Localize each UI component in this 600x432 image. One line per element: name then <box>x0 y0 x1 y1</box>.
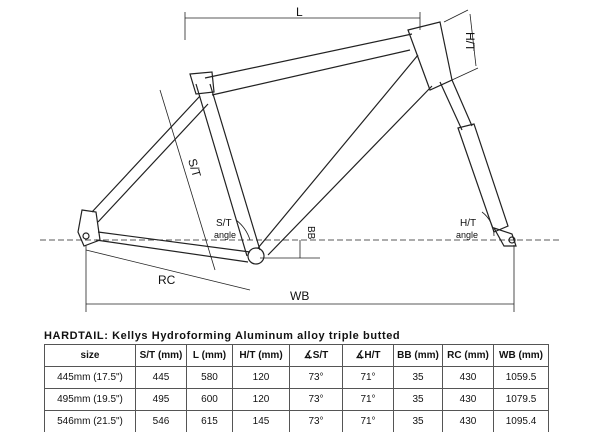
label-HT: H/T <box>463 32 477 52</box>
cell-size: 445mm (17.5") <box>44 366 136 389</box>
label-L: L <box>296 5 303 19</box>
header-st-angle: ∡S/T <box>289 344 343 367</box>
label-ST: S/T <box>185 157 204 179</box>
bottom-bracket <box>247 247 265 265</box>
label-BB: BB <box>305 226 316 240</box>
label-HT-angle: H/T <box>460 218 476 229</box>
cell-bb: 35 <box>393 410 443 432</box>
cell-st-angle: 73° <box>289 366 343 389</box>
fork-lower <box>457 123 509 233</box>
label-ST-angle: S/T <box>216 218 232 229</box>
cell-st: 546 <box>135 410 187 432</box>
cell-ht: 120 <box>232 388 290 411</box>
cell-l: 615 <box>186 410 233 432</box>
header-st: S/T (mm) <box>135 344 187 367</box>
cell-rc: 430 <box>442 366 494 389</box>
fork-stanchion <box>439 79 473 131</box>
cell-size: 495mm (19.5") <box>44 388 136 411</box>
cell-ht: 120 <box>232 366 290 389</box>
cell-rc: 430 <box>442 410 494 432</box>
dimension-lines <box>40 9 560 312</box>
header-size: size <box>44 344 136 367</box>
header-wb: WB (mm) <box>493 344 549 367</box>
cell-ht-angle: 71° <box>342 410 394 432</box>
frame-diagram: L H/T S/T S/T angle H/T angle BB RC WB <box>40 5 560 312</box>
cell-bb: 35 <box>393 366 443 389</box>
cell-wb: 1059.5 <box>493 366 549 389</box>
down-tube <box>257 54 433 256</box>
cell-size: 546mm (21.5") <box>44 410 136 432</box>
frame <box>77 21 517 265</box>
rear-dropout <box>77 209 101 247</box>
cell-l: 600 <box>186 388 233 411</box>
cell-wb: 1095.4 <box>493 410 549 432</box>
label-HT-angle-sub: angle <box>456 230 478 240</box>
cell-ht-angle: 71° <box>342 388 394 411</box>
label-ST-angle-sub: angle <box>214 230 236 240</box>
geometry-table: size S/T (mm) L (mm) H/T (mm) ∡S/T ∡H/T … <box>44 344 549 432</box>
top-tube <box>204 33 413 96</box>
header-rc: RC (mm) <box>442 344 494 367</box>
seat-stay <box>91 95 209 223</box>
header-l: L (mm) <box>186 344 233 367</box>
cell-st-angle: 73° <box>289 410 343 432</box>
label-RC: RC <box>158 273 176 287</box>
cell-rc: 430 <box>442 388 494 411</box>
cell-wb: 1079.5 <box>493 388 549 411</box>
label-WB: WB <box>290 289 309 303</box>
header-ht: H/T (mm) <box>232 344 290 367</box>
cell-bb: 35 <box>393 388 443 411</box>
table-title: HARDTAIL: Kellys Hydroforming Aluminum a… <box>44 330 401 342</box>
cell-l: 580 <box>186 366 233 389</box>
chain-stay <box>95 231 251 263</box>
header-ht-angle: ∡H/T <box>342 344 394 367</box>
cell-st: 495 <box>135 388 187 411</box>
head-tube <box>407 21 453 91</box>
cell-st: 445 <box>135 366 187 389</box>
cell-ht-angle: 71° <box>342 366 394 389</box>
seat-clamp <box>189 71 215 95</box>
seat-tube <box>195 83 261 257</box>
cell-st-angle: 73° <box>289 388 343 411</box>
cell-ht: 145 <box>232 410 290 432</box>
header-bb: BB (mm) <box>393 344 443 367</box>
table-header-row: size S/T (mm) L (mm) H/T (mm) ∡S/T ∡H/T … <box>44 344 549 367</box>
